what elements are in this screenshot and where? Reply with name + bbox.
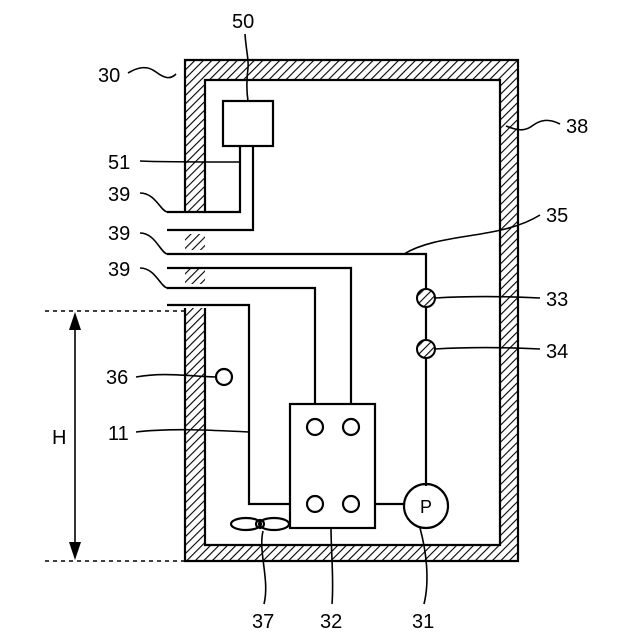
label-wall: 38 [566, 116, 588, 138]
label-housing: 30 [98, 65, 120, 87]
controller-box [223, 101, 273, 146]
label-controller-wire: 51 [108, 152, 130, 174]
label-heat-exchanger: 32 [320, 611, 342, 633]
label-line-left: 11 [108, 423, 129, 445]
label-port-upper: 39 [108, 184, 130, 206]
fan [231, 518, 289, 530]
label-port-lower: 39 [108, 259, 130, 281]
label-fan: 37 [252, 611, 274, 633]
heat-exchanger [290, 404, 375, 528]
label-sensor: 36 [106, 367, 128, 389]
label-valve-lower: 34 [546, 341, 568, 363]
label-valve-upper: 33 [546, 289, 568, 311]
pump-symbol: P [420, 497, 432, 517]
label-controller: 50 [232, 11, 254, 33]
valve-lower [417, 340, 435, 358]
valve-upper [417, 289, 435, 307]
sensor [216, 369, 232, 385]
label-pump: 31 [412, 611, 434, 633]
pump: P [404, 484, 448, 528]
label-port-middle: 39 [108, 223, 130, 245]
controller-wires [167, 146, 253, 230]
label-line-right: 35 [546, 205, 568, 227]
dimension-label: H [52, 427, 66, 449]
